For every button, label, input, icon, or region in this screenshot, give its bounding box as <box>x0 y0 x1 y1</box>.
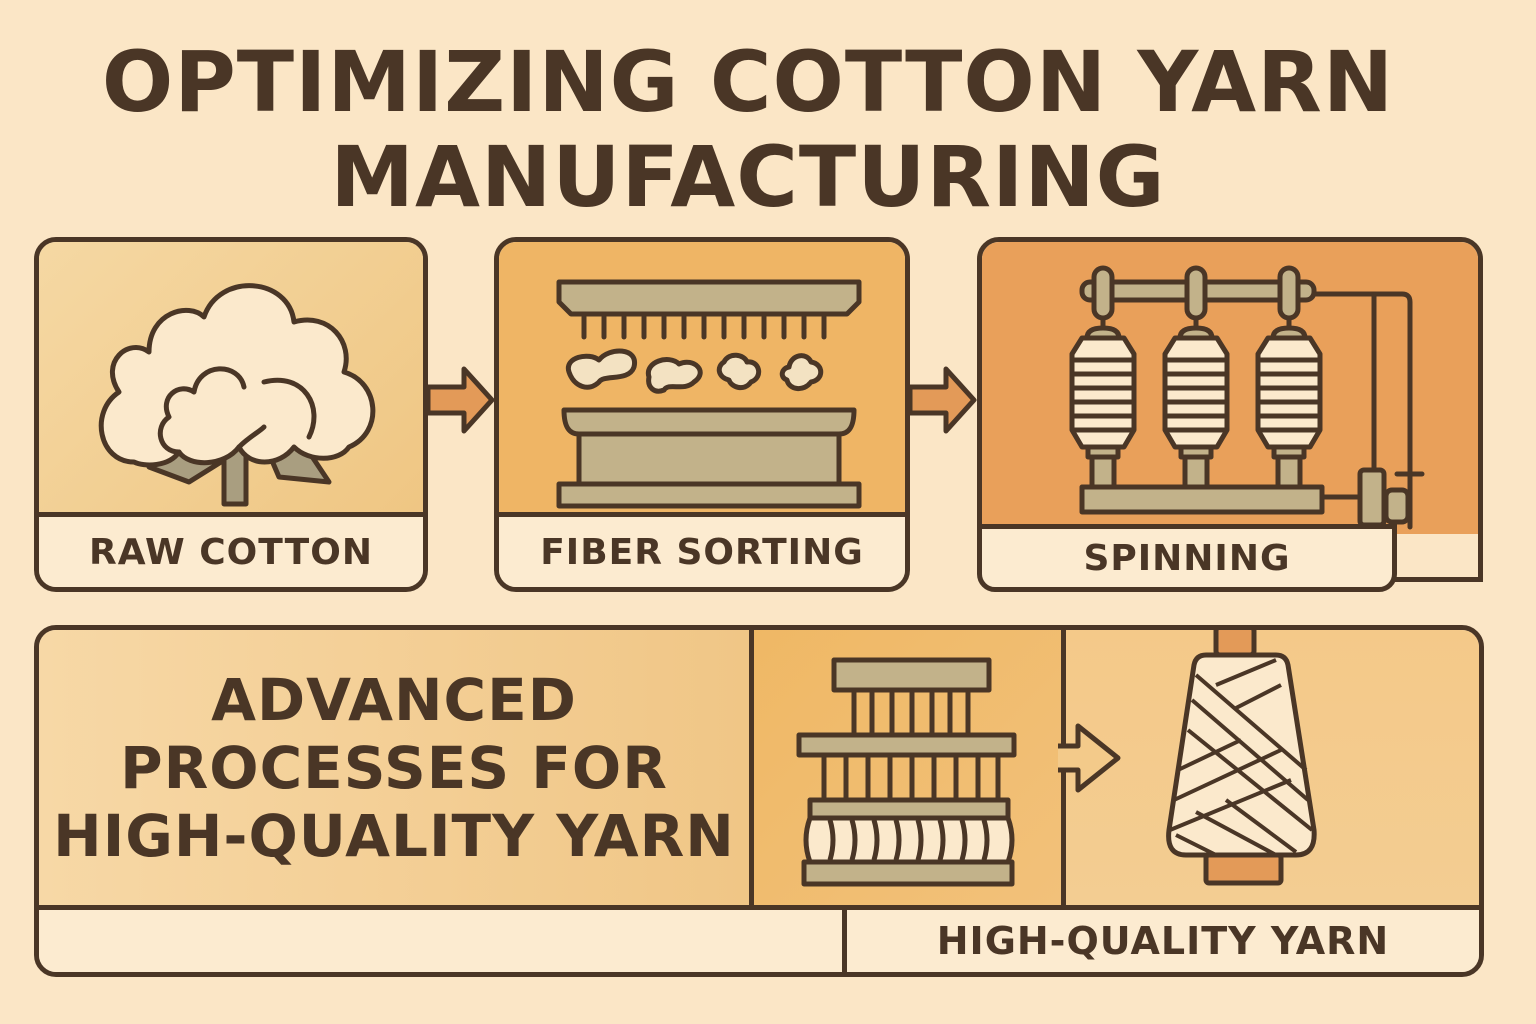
step-fiber-sorting: FIBER SORTING <box>494 237 910 592</box>
bottom-section: ADVANCED PROCESSES FOR HIGH-QUALITY YARN <box>34 625 1484 977</box>
empty-caption-strip <box>39 905 847 972</box>
raw-cotton-art <box>39 242 423 517</box>
step-raw-cotton: RAW COTTON <box>34 237 428 592</box>
fiber-sorting-machine-icon <box>556 279 862 509</box>
result-label: HIGH-QUALITY YARN <box>847 905 1479 972</box>
page-title-line-1: OPTIMIZING COTTON YARN <box>101 33 1395 131</box>
spinning-frame-icon <box>1069 265 1425 530</box>
fiber-sorting-art <box>499 242 905 517</box>
advanced-processes-heading: ADVANCED PROCESSES FOR HIGH-QUALITY YARN <box>53 665 735 870</box>
step-spinning <box>977 237 1483 582</box>
yarn-panel <box>1066 630 1479 905</box>
step-label: FIBER SORTING <box>499 512 905 587</box>
cotton-boll-icon <box>98 283 376 507</box>
spindle-2 <box>1162 265 1230 490</box>
arrow-right-icon <box>910 366 977 434</box>
spinning-art <box>982 242 1478 534</box>
arrow-right-icon <box>1058 723 1121 793</box>
arrow-right-icon <box>428 366 495 434</box>
page-title-line-2: MANUFACTURING <box>330 128 1166 226</box>
step-label: RAW COTTON <box>39 512 423 587</box>
spindle-1 <box>1069 265 1137 490</box>
advanced-processes-panel: ADVANCED PROCESSES FOR HIGH-QUALITY YARN <box>39 630 754 905</box>
spindle-3 <box>1255 265 1323 490</box>
step-label: SPINNING <box>977 524 1397 592</box>
yarn-cone-icon <box>1166 630 1317 886</box>
loom-icon <box>796 657 1017 887</box>
loom-panel <box>754 630 1066 905</box>
